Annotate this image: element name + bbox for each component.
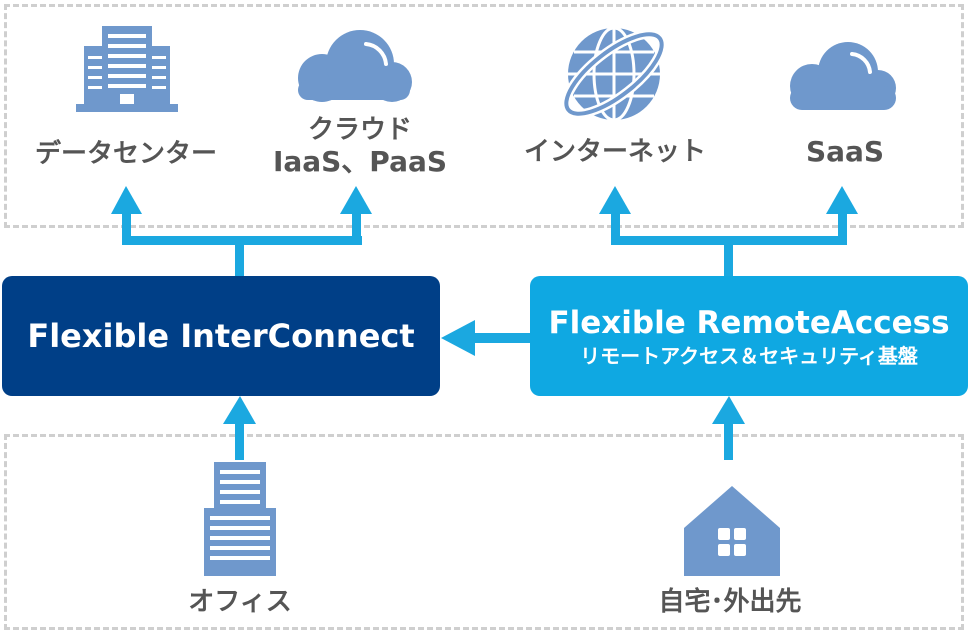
interconnect-title: Flexible InterConnect: [27, 317, 415, 355]
arrow-up-datacenter: [111, 186, 142, 214]
connector-remote-to-interconnect: [470, 333, 532, 343]
office-building-icon: [204, 462, 276, 576]
saas-cloud-icon: [790, 42, 896, 110]
label-saas: SaaS: [805, 135, 885, 168]
connector-office: [235, 420, 244, 460]
arrow-up-cloud: [340, 186, 372, 214]
connector-left-branch-cloud: [352, 210, 361, 240]
arrow-left-interconnect: [441, 320, 475, 356]
interconnect-box: Flexible InterConnect: [2, 276, 440, 396]
remote-access-box: Flexible RemoteAccess リモートアクセス＆セキュリティ基盤: [530, 276, 968, 396]
arrow-up-saas: [826, 186, 858, 214]
top-zone: [4, 4, 964, 228]
globe-icon: [561, 26, 667, 122]
remote-access-subtitle: リモートアクセス＆セキュリティ基盤: [580, 344, 918, 368]
connector-left-stem: [235, 236, 244, 276]
arrow-up-office: [223, 396, 256, 424]
connector-right-branch-saas: [838, 210, 847, 240]
arrow-up-internet: [599, 186, 631, 214]
connector-home: [724, 420, 733, 460]
label-home: 自宅･外出先: [658, 587, 802, 617]
label-office: オフィス: [188, 587, 292, 617]
connector-right-stem: [724, 236, 733, 276]
connector-left-bar: [122, 236, 362, 245]
remote-access-title: Flexible RemoteAccess: [548, 305, 950, 341]
house-icon: [684, 486, 780, 576]
arrow-up-home: [712, 396, 745, 424]
connector-left-branch-datacenter: [122, 210, 131, 240]
building-icon: [76, 26, 178, 112]
bottom-zone: [4, 434, 964, 630]
cloud-icon: [298, 30, 412, 102]
label-cloud-line2: IaaS、PaaS: [272, 145, 448, 178]
connector-right-bar: [611, 236, 847, 245]
label-cloud-line1: クラウド: [307, 115, 412, 145]
label-datacenter: データセンター: [34, 139, 217, 169]
label-internet: インターネット: [523, 137, 706, 167]
connector-right-branch-internet: [611, 210, 620, 240]
